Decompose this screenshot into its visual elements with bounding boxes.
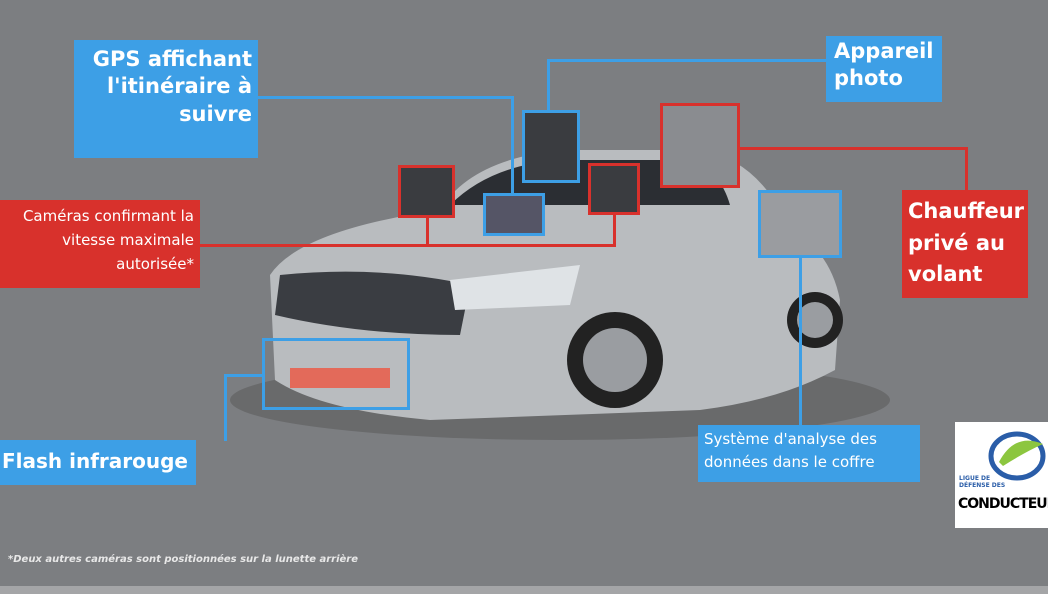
footnote: *Deux autres caméras sont positionnées s… bbox=[8, 554, 359, 565]
trunk-connector bbox=[799, 256, 802, 426]
flash-connector-v bbox=[224, 374, 227, 441]
photo-connector-v bbox=[547, 59, 550, 111]
left-camera-highlight bbox=[398, 165, 455, 218]
right-camera-highlight bbox=[588, 163, 640, 215]
driver-highlight bbox=[660, 103, 740, 188]
gps-label: GPS affichant l'itinéraire à suivre bbox=[74, 40, 258, 158]
logo-line3: CONDUCTEURS bbox=[958, 496, 1048, 512]
trunk-system-highlight bbox=[758, 190, 842, 258]
gps-connector bbox=[258, 96, 514, 99]
logo-line2: DÉFENSE DES bbox=[959, 481, 1006, 489]
gps-connector-v bbox=[511, 96, 514, 194]
bottom-band bbox=[0, 586, 1048, 594]
ligue-defense-conducteurs-logo: LIGUE DE DÉFENSE DES CONDUCTEURS bbox=[955, 422, 1048, 528]
speed-cameras-label: Caméras confirmant la vitesse maximale a… bbox=[0, 200, 200, 288]
driver-connector-v bbox=[965, 147, 968, 191]
photo-connector bbox=[547, 59, 827, 62]
logo-emblem-icon bbox=[988, 431, 1046, 481]
cameras-connector-v2 bbox=[613, 213, 616, 246]
driver-connector bbox=[740, 147, 968, 150]
gps-highlight bbox=[483, 193, 545, 236]
photo-camera-label: Appareil photo bbox=[826, 36, 942, 102]
driver-label: Chauffeur privé au volant bbox=[902, 190, 1028, 298]
trunk-system-label: Système d'analyse des données dans le co… bbox=[698, 425, 920, 482]
cameras-connector bbox=[200, 244, 616, 247]
logo-line1: LIGUE DE bbox=[959, 475, 991, 482]
flash-connector bbox=[224, 374, 264, 377]
infrared-flash-label: Flash infrarouge bbox=[0, 440, 196, 485]
flash-highlight bbox=[262, 338, 410, 410]
photo-camera-highlight bbox=[522, 110, 580, 183]
cameras-connector-v1 bbox=[426, 216, 429, 246]
